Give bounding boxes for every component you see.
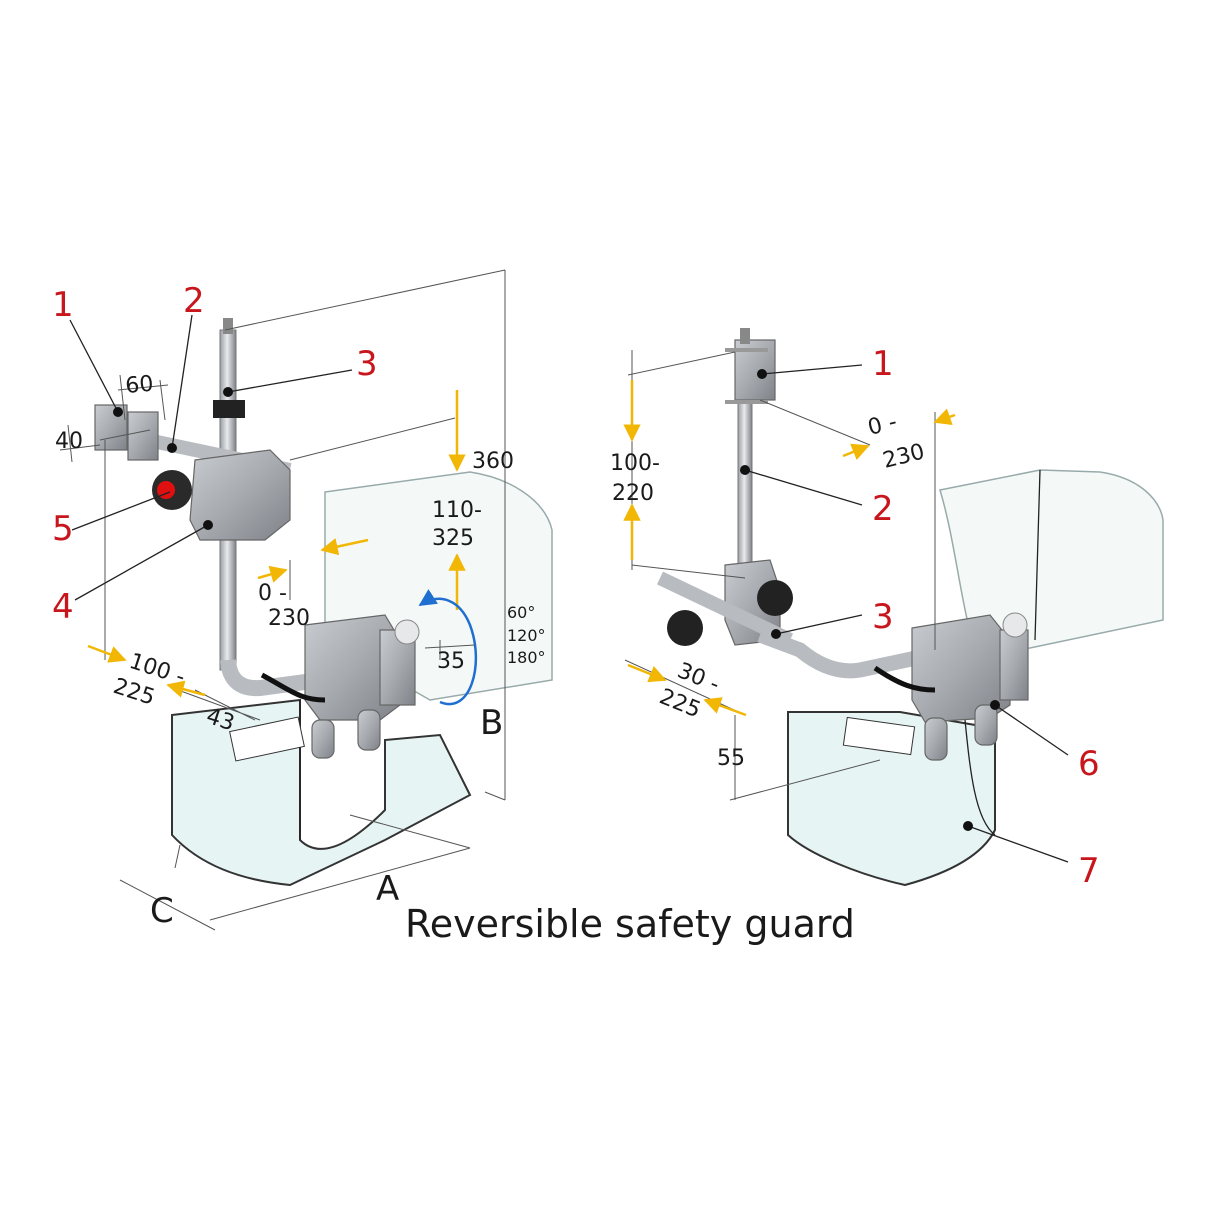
dim-left-40: 40 <box>55 429 83 454</box>
left-callout-3: 3 <box>356 344 378 384</box>
warning-label-right <box>842 716 916 756</box>
left-guard-assembly <box>94 318 553 887</box>
right-callout-1: 1 <box>872 344 894 384</box>
dim-right-0: 0 - <box>865 410 899 441</box>
dim-right-55: 55 <box>717 746 745 771</box>
left-callout-1: 1 <box>52 285 74 325</box>
right-rear-shield <box>939 469 1164 651</box>
left-bracket-b <box>357 709 381 751</box>
right-bracket-b <box>974 704 998 746</box>
dim-right-100: 100- <box>610 451 660 476</box>
left-hinge-side <box>379 629 416 706</box>
right-dimension-lines <box>623 350 956 801</box>
right-guard-assembly <box>656 328 1164 887</box>
right-callout-6: 6 <box>1078 744 1100 784</box>
dim-left-60: 60 <box>124 372 154 399</box>
left-top-knob <box>213 400 245 418</box>
angle-180: 180° <box>507 648 546 667</box>
dim-left-0: 0 - <box>258 581 287 606</box>
warning-label-left <box>229 716 305 762</box>
dim-left-360: 360 <box>472 449 514 474</box>
left-bent-rod <box>220 658 322 697</box>
dim-right-220: 220 <box>612 481 654 506</box>
dim-left-325: 325 <box>432 526 474 551</box>
right-cable <box>873 665 936 693</box>
angle-60: 60° <box>507 603 535 622</box>
left-main-block <box>189 449 291 541</box>
right-hinge-disc <box>1002 612 1028 638</box>
left-hinge <box>304 614 401 721</box>
right-callout-2: 2 <box>872 489 894 529</box>
right-knob-a <box>667 610 703 646</box>
right-bent-rod <box>757 627 932 679</box>
rotation-arrow <box>418 589 478 706</box>
dim-left-110: 110- <box>432 498 482 523</box>
left-clamp-2 <box>127 411 159 461</box>
angle-120: 120° <box>507 626 546 645</box>
right-hinge <box>911 614 1011 723</box>
letter-B: B <box>480 703 503 743</box>
right-knob-b <box>757 580 793 616</box>
right-bracket-a <box>924 717 948 761</box>
left-dimension-lines <box>59 269 506 931</box>
dim-left-35: 35 <box>437 649 465 674</box>
left-bracket-a <box>311 719 335 759</box>
right-hinge-side <box>999 629 1029 701</box>
left-cable <box>260 672 326 703</box>
letter-A: A <box>376 869 399 909</box>
left-callout-5: 5 <box>52 509 74 549</box>
left-hinge-disc <box>394 619 420 645</box>
left-red-knob <box>157 481 175 499</box>
dim-left-230: 230 <box>268 606 310 631</box>
right-callout-7: 7 <box>1078 851 1100 891</box>
right-horizontal-arm <box>656 571 794 647</box>
right-callout-leaders <box>740 364 1069 863</box>
left-callout-leaders <box>69 314 353 601</box>
left-callout-4: 4 <box>52 587 74 627</box>
letter-C: C <box>150 891 174 931</box>
right-rod-cap <box>740 328 750 344</box>
dim-right-230: 230 <box>880 439 927 473</box>
caption: Reversible safety guard <box>405 902 855 946</box>
right-callout-3: 3 <box>872 597 894 637</box>
left-callout-2: 2 <box>183 281 205 321</box>
left-rod-cap <box>223 318 233 334</box>
